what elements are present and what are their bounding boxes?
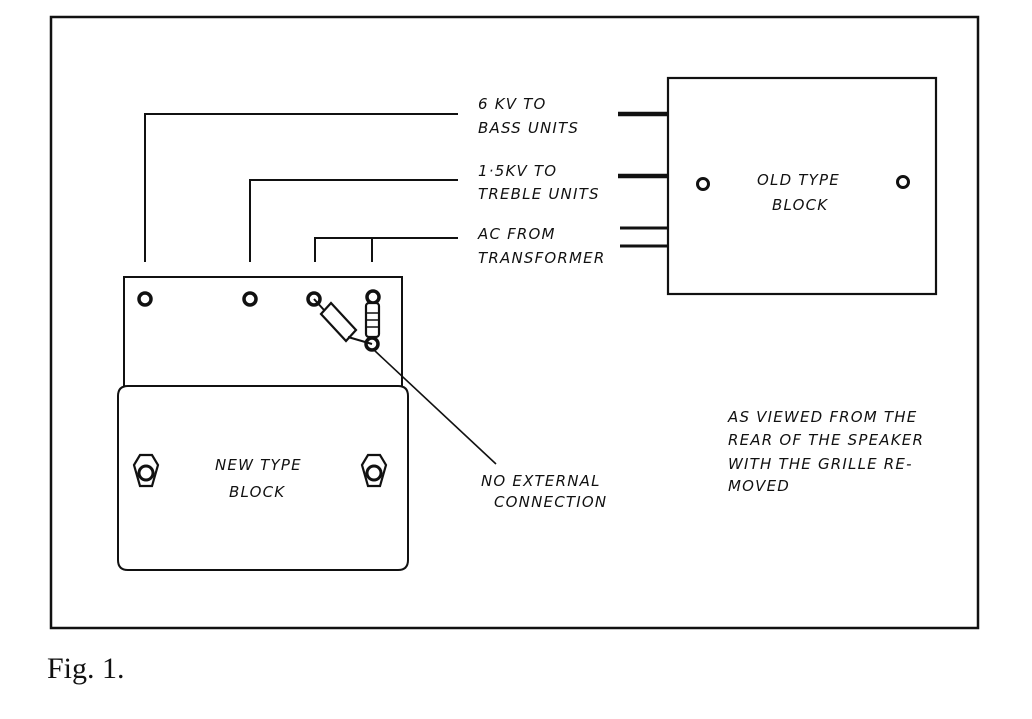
old-block-label-line2: BLOCK: [772, 196, 828, 214]
new-block-mounting-nut-left: [132, 453, 160, 488]
old-type-block: [618, 76, 938, 296]
no-ext-label-line1: NO EXTERNAL: [481, 472, 601, 490]
bass-label-line1: 6 KV TO: [478, 95, 547, 113]
ac-label-line1: AC FROM: [477, 225, 556, 243]
new-block-body: [117, 385, 409, 571]
bass-label-line2: BASS UNITS: [478, 119, 579, 137]
view-note-line1: AS VIEWED FROM THE: [727, 408, 917, 426]
ac-wire: [314, 237, 458, 262]
view-note-line3: WITH THE GRILLE RE-: [728, 455, 913, 473]
no-connection-leader: [373, 349, 497, 465]
view-note-line2: REAR OF THE SPEAKER: [728, 431, 924, 449]
view-note-line4: MOVED: [728, 477, 790, 495]
outer-frame: [49, 15, 980, 630]
bass-wire: [144, 113, 458, 262]
new-block-label-line2: BLOCK: [229, 483, 285, 501]
new-block-terminal-plate: [123, 276, 403, 388]
ac-label-line2: TRANSFORMER: [478, 249, 606, 267]
treble-wire: [249, 179, 458, 262]
old-block-terminal-left: [696, 177, 710, 191]
new-block-label-line1: NEW TYPE: [215, 456, 302, 474]
new-block-terminal-4: [365, 289, 381, 305]
new-block-terminal-1: [137, 291, 153, 307]
old-block-label-line1: OLD TYPE: [757, 171, 840, 189]
old-block-terminal-right: [896, 175, 910, 189]
new-block-terminal-2: [242, 291, 258, 307]
new-block-mounting-nut-right: [360, 453, 388, 488]
vertical-resistor: [364, 301, 381, 339]
treble-label-line1: 1·5KV TO: [478, 162, 557, 180]
new-block-terminal-3: [306, 291, 322, 307]
figure-caption: Fig. 1.: [47, 652, 125, 685]
diagonal-resistor: [313, 298, 373, 345]
new-type-block: [117, 276, 409, 571]
no-ext-label-line2: CONNECTION: [494, 493, 607, 511]
treble-label-line2: TREBLE UNITS: [478, 185, 600, 203]
